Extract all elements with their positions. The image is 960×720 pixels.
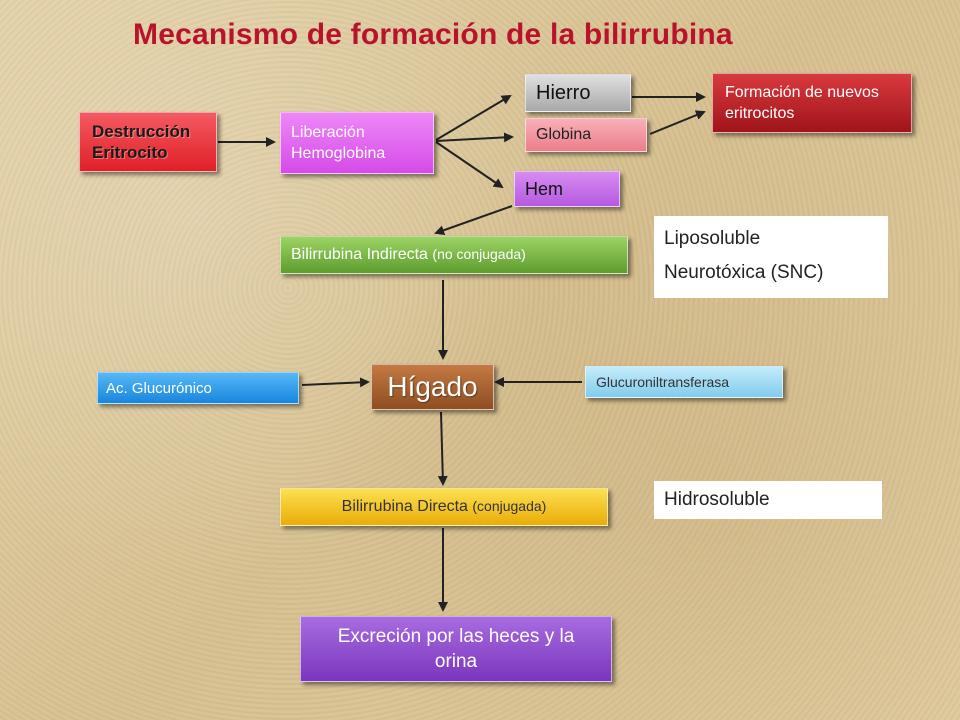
node-excrecion: Excreción por las heces y la orina — [300, 616, 612, 682]
arrow-liberacion-globina — [435, 132, 514, 143]
note-bilirrubina-indirecta: Liposoluble Neurotóxica (SNC) — [654, 216, 888, 298]
note-hidrosoluble: Hidrosoluble — [664, 489, 770, 510]
node-destruccion-eritrocito: Destrucción Eritrocito — [79, 112, 217, 172]
node-liberacion-hemoglobina: Liberación Hemoglobina — [280, 112, 434, 174]
page-title: Mecanismo de formación de la bilirrubina — [133, 18, 733, 51]
node-higado: Hígado — [371, 364, 494, 410]
note-bilirrubina-directa: Hidrosoluble — [654, 481, 882, 519]
node-bilirrubina-directa: Bilirrubina Directa (conjugada) — [280, 488, 608, 526]
arrow-ac-higado — [301, 377, 370, 388]
arrow-hem-bili-indirecta — [434, 205, 513, 236]
node-globina: Globina — [525, 118, 647, 152]
note-neurotoxica: Neurotóxica (SNC) — [664, 262, 824, 283]
arrow-liberacion-hierro — [435, 94, 512, 141]
node-hierro: Hierro — [525, 74, 631, 112]
arrow-higado-bili-directa — [437, 411, 448, 486]
node-glucuroniltransferasa: Glucuroniltransferasa — [585, 366, 783, 398]
node-formacion-eritrocitos: Formación de nuevos eritrocitos — [712, 73, 912, 133]
arrow-liberacion-hem — [435, 141, 504, 189]
node-bilirrubina-indirecta: Bilirrubina Indirecta (no conjugada) — [280, 236, 628, 274]
arrow-globina-formacion — [649, 110, 706, 135]
note-liposoluble: Liposoluble — [664, 228, 761, 249]
node-ac-glucuronico: Ac. Glucurónico — [97, 372, 299, 404]
node-hem: Hem — [514, 171, 620, 207]
